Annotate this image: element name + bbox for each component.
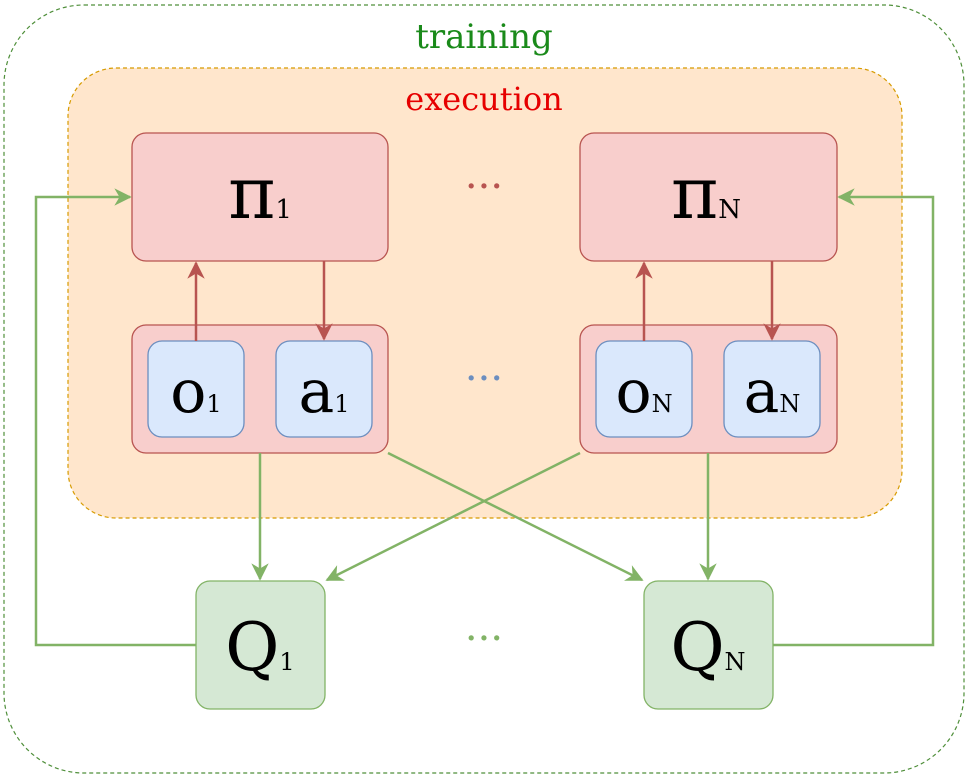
arrow-critic1-to-policy1: [34, 188, 196, 647]
critic-1-subscript: 1: [279, 648, 294, 676]
observation-n-label: oN: [615, 357, 672, 427]
arrow-agentn-to-critic1: [325, 451, 581, 582]
observation-1-label: o1: [170, 357, 221, 427]
action-1-subscript: 1: [334, 390, 349, 418]
action-1-symbol: a: [298, 357, 334, 427]
policy-1-label: π1: [228, 151, 292, 235]
critic-n-symbol: Q: [670, 609, 724, 686]
training-label: training: [415, 17, 553, 57]
execution-label: execution: [405, 80, 562, 118]
policy-n-box: [579, 132, 838, 262]
action-1-label: a1: [298, 357, 349, 427]
policy-n-symbol: π: [671, 151, 718, 235]
action-1-box: [275, 340, 373, 438]
critic-n-label: QN: [670, 609, 745, 686]
critic-n-subscript: N: [725, 648, 746, 676]
policy-1-symbol: π: [228, 151, 275, 235]
observation-n-subscript: N: [652, 390, 673, 418]
arrow-agent1-to-criticn: [387, 451, 644, 582]
observation-n-symbol: o: [615, 357, 651, 427]
critic-1-label: Q1: [225, 609, 294, 686]
policy-1-box: [131, 132, 389, 262]
action-n-label: aN: [744, 357, 801, 427]
observation-1-symbol: o: [170, 357, 206, 427]
policy-n-subscript: N: [718, 195, 741, 225]
action-n-symbol: a: [744, 357, 780, 427]
critics-ellipsis: ···: [465, 616, 503, 662]
training-boundary: [3, 4, 965, 774]
policies-ellipsis: ···: [465, 164, 503, 210]
critic-1-symbol: Q: [225, 609, 279, 686]
action-n-subscript: N: [779, 390, 800, 418]
action-n-box: [723, 340, 821, 438]
policy-n-label: πN: [671, 151, 741, 235]
policy-1-subscript: 1: [275, 195, 292, 225]
arrow-criticn-to-policyn: [773, 188, 935, 647]
agents-ellipsis: ···: [465, 356, 503, 402]
observation-1-subscript: 1: [206, 390, 221, 418]
